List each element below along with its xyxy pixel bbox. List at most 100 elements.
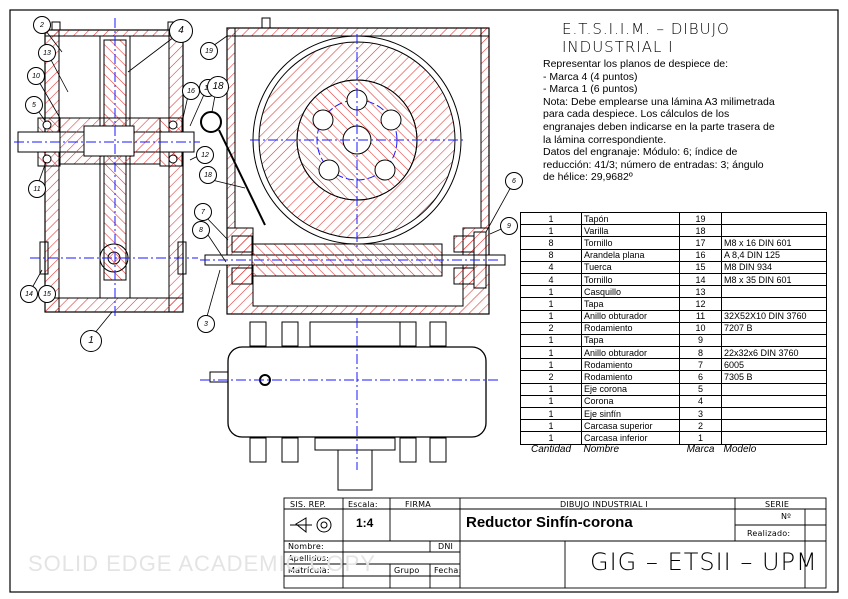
part-balloon: 14 xyxy=(20,285,38,303)
table-cell xyxy=(721,382,827,396)
table-cell: 1 xyxy=(520,297,582,311)
sheet-border xyxy=(9,9,839,593)
table-cell: 22x32x6 DIN 3760 xyxy=(721,346,827,360)
dni-label: DNI xyxy=(438,542,454,551)
table-cell: M8 x 16 DIN 601 xyxy=(721,236,827,250)
school-label: GIG – ETSII – UPM xyxy=(590,548,818,576)
table-cell: Eje corona xyxy=(581,382,680,396)
sis-rep-label: SIS. REP. xyxy=(290,500,327,509)
table-cell: 7 xyxy=(679,358,722,372)
table-cell xyxy=(721,297,827,311)
fecha-label: Fecha: xyxy=(434,566,462,575)
table-cell: Rodamiento xyxy=(581,370,680,384)
left-section-view xyxy=(14,18,200,318)
table-cell: 2 xyxy=(520,321,582,335)
table-cell: Tapa xyxy=(581,297,680,311)
note-line: de hélice: 29,9682º xyxy=(543,171,633,184)
grupo-label: Grupo xyxy=(394,566,420,575)
note-line: engranajes deben indicarse en la parte t… xyxy=(543,120,775,133)
table-cell: 1 xyxy=(520,224,582,238)
table-cell: 13 xyxy=(679,285,722,299)
note-line: Nota: Debe emplearse una lámina A3 milim… xyxy=(543,95,775,108)
table-cell: 1 xyxy=(520,211,582,226)
table-cell: 1 xyxy=(520,358,582,372)
table-cell: 1 xyxy=(520,431,582,445)
table-cell: 7305 B xyxy=(721,370,827,384)
table-cell xyxy=(721,285,827,299)
top-plan-view xyxy=(200,318,500,491)
table-cell: 6005 xyxy=(721,358,827,372)
table-cell: A 8,4 DIN 125 xyxy=(721,248,827,262)
table-cell: 5 xyxy=(679,382,722,396)
table-cell: Rodamiento xyxy=(581,358,680,372)
table-cell xyxy=(721,394,827,409)
note-line: - Marca 4 (4 puntos) xyxy=(543,70,638,83)
part-balloon: 9 xyxy=(500,217,518,235)
table-cell: 3 xyxy=(679,406,722,421)
table-cell: Corona xyxy=(581,394,680,409)
table-cell xyxy=(721,419,827,433)
table-cell: Tornillo xyxy=(581,272,680,287)
nombre-label: Nombre: xyxy=(288,542,324,551)
table-header-cell: Marca xyxy=(686,444,715,456)
part-balloon: 6 xyxy=(505,172,523,190)
table-cell: 12 xyxy=(679,297,722,311)
part-balloon: 2 xyxy=(33,16,51,34)
table-cell: 16 xyxy=(679,248,722,262)
table-cell: 8 xyxy=(679,346,722,360)
table-cell: 18 xyxy=(679,224,722,238)
table-cell: Eje sinfín xyxy=(581,406,680,421)
table-cell: 8 xyxy=(520,248,582,262)
part-balloon: 19 xyxy=(200,42,218,60)
table-cell: 15 xyxy=(679,260,722,274)
center-section-view xyxy=(200,17,506,315)
part-balloon: 18 xyxy=(207,76,229,98)
table-cell: Anillo obturador xyxy=(581,309,680,323)
note-line: Representar los planos de despiece de: xyxy=(543,58,729,70)
part-balloon: 4 xyxy=(169,19,193,43)
part-balloon: 11 xyxy=(28,180,46,198)
table-cell: 4 xyxy=(520,272,582,287)
table-cell xyxy=(721,431,827,445)
number-label: Nº xyxy=(781,512,792,521)
table-cell: 1 xyxy=(520,406,582,421)
table-cell: Anillo obturador xyxy=(581,346,680,360)
drawing-title: Reductor Sinfín-corona xyxy=(466,514,633,531)
table-cell: 8 xyxy=(520,236,582,250)
watermark: SOLID EDGE ACADEMIC COPY xyxy=(28,551,376,576)
table-cell: 1 xyxy=(520,346,582,360)
part-balloon: 1 xyxy=(80,330,102,352)
realizado-label: Realizado: xyxy=(747,529,791,538)
scale-value: 1:4 xyxy=(356,516,374,530)
table-cell: Tapa xyxy=(581,333,680,348)
table-cell xyxy=(721,406,827,421)
table-cell: Tuerca xyxy=(581,260,680,274)
firma-label: FIRMA xyxy=(405,500,431,509)
part-balloon: 10 xyxy=(27,67,45,85)
part-balloon: 5 xyxy=(25,96,43,114)
table-header-cell: Nombre xyxy=(583,444,620,456)
course-label: DIBUJO INDUSTRIAL I xyxy=(560,500,648,509)
table-cell: Tapón xyxy=(581,211,680,226)
part-balloon: 8 xyxy=(192,221,210,239)
part-balloon: 16 xyxy=(182,82,200,100)
table-cell: 1 xyxy=(679,431,722,445)
table-cell xyxy=(721,211,827,226)
table-cell: 1 xyxy=(520,382,582,396)
